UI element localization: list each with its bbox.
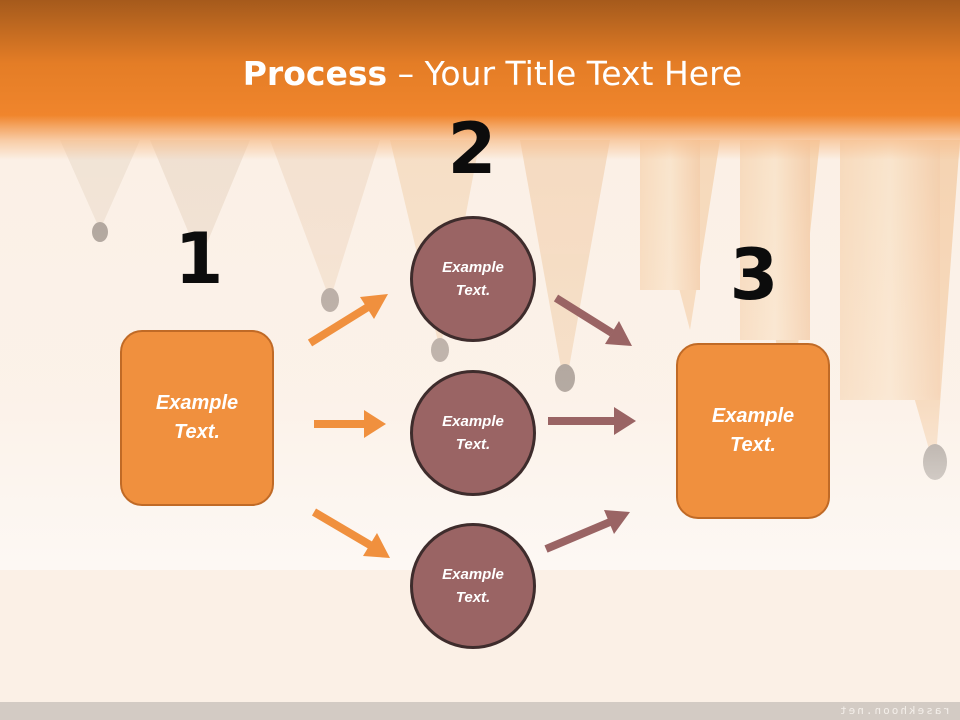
step-2-circle-top: Example Text. [410, 216, 536, 342]
arrow-2-bottom-to-3 [544, 510, 630, 553]
arrow-1-to-2-bottom [311, 508, 390, 558]
arrow-2-middle-to-3 [548, 407, 636, 435]
step-2-circle-top-text: Example Text. [442, 259, 504, 299]
step-2-circle-bottom-text: Example Text. [442, 566, 504, 606]
step-1-box: Example Text. [120, 330, 274, 506]
step-1-text: Example Text. [155, 392, 239, 443]
step-3-number: 3 [729, 234, 779, 316]
step-2-number: 2 [447, 108, 497, 190]
watermark: rasekhoon.net [837, 704, 950, 717]
arrow-1-to-2-middle [314, 410, 386, 438]
step-1-number: 1 [174, 218, 224, 300]
slide-title: Process – Your Title Text Here [0, 52, 960, 96]
step-2-circle-bottom: Example Text. [410, 523, 536, 649]
step-2-circle-middle: Example Text. [410, 370, 536, 496]
title-bold: Process [242, 54, 388, 93]
step-2-circle-middle-text: Example Text. [442, 413, 504, 453]
footer-bar [0, 702, 960, 720]
arrow-1-to-2-top [307, 294, 388, 347]
step-3-box: Example Text. [676, 343, 830, 519]
title-rest: – Your Title Text Here [387, 54, 743, 93]
header-band [0, 0, 960, 160]
arrow-2-top-to-3 [553, 294, 632, 346]
step-3-text: Example Text. [711, 405, 795, 456]
